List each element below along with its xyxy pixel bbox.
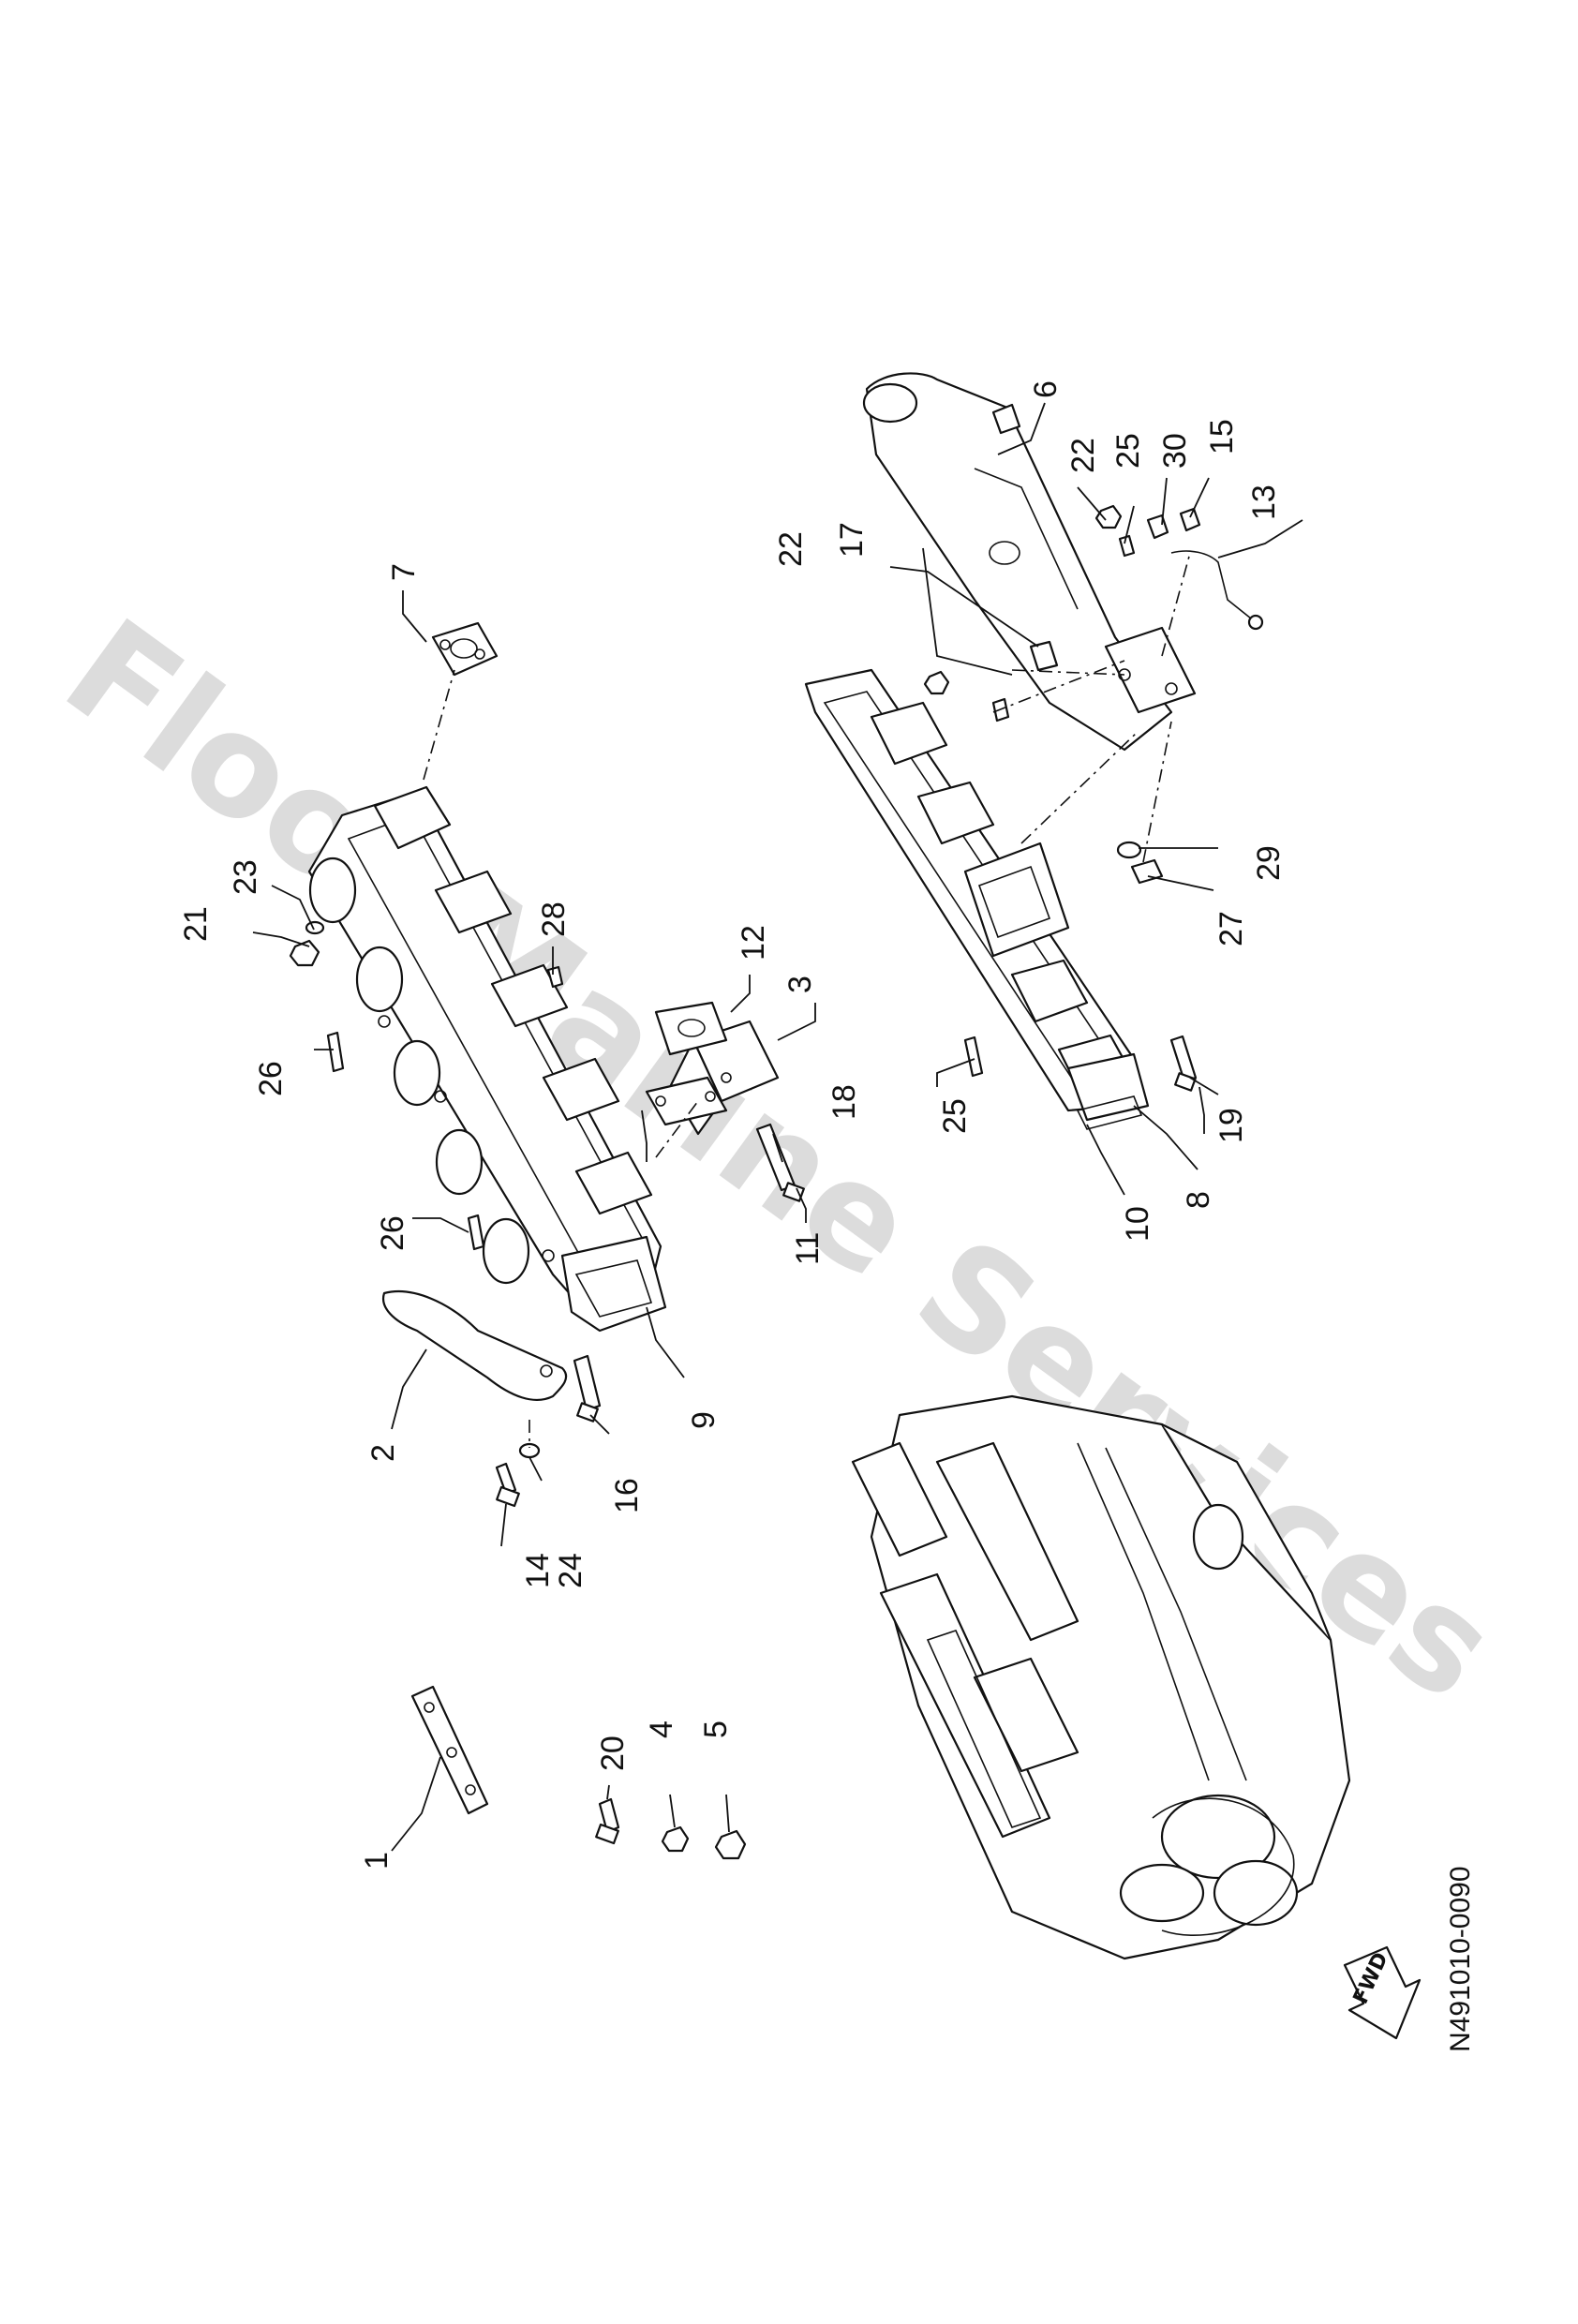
loose-fasteners <box>595 1797 747 1860</box>
fasteners-left <box>289 920 805 1508</box>
bolt-16 <box>573 1354 602 1412</box>
callout-28: 28 <box>536 901 572 937</box>
callout-3: 3 <box>782 976 818 993</box>
callout-4: 4 <box>644 1721 679 1738</box>
callout-24: 24 <box>553 1553 588 1588</box>
callout-15: 15 <box>1204 419 1240 454</box>
bolt-14 <box>495 1462 517 1496</box>
callout-6: 6 <box>1028 380 1064 398</box>
nut-21 <box>289 939 320 967</box>
diagram-code: N491010-0090 <box>1445 1866 1476 2052</box>
fwd-direction-arrow: FWD <box>1343 1945 1422 2040</box>
callout-9: 9 <box>686 1411 722 1429</box>
callout-17: 17 <box>834 522 870 558</box>
leader-lines <box>252 402 1303 1852</box>
plate-11 <box>645 1076 728 1126</box>
callout-25b: 25 <box>1110 433 1146 469</box>
callout-22a: 22 <box>773 531 809 567</box>
callout-2: 2 <box>365 1444 401 1462</box>
callout-25a: 25 <box>937 1098 973 1134</box>
callout-12: 12 <box>736 925 771 961</box>
plug-27 <box>1130 858 1164 885</box>
washer-23 <box>305 920 325 935</box>
callout-29: 29 <box>1251 845 1287 881</box>
stud-26a <box>326 1031 345 1073</box>
exhaust-manifold-left <box>307 785 667 1333</box>
washer-29 <box>1116 841 1142 859</box>
callout-11: 11 <box>790 1232 826 1265</box>
callout-13: 13 <box>1246 484 1282 520</box>
callout-30: 30 <box>1157 433 1193 469</box>
callout-5: 5 <box>698 1721 734 1738</box>
callout-19: 19 <box>1213 1108 1249 1143</box>
callout-1: 1 <box>359 1852 394 1870</box>
bolt-28 <box>546 965 564 989</box>
gasket-12 <box>654 1001 728 1056</box>
stud-25a <box>963 1035 984 1078</box>
exhaust-manifold-right <box>804 668 1150 1130</box>
bolt-19 <box>1169 1035 1198 1083</box>
callout-labels: 1 2 3 4 5 6 7 8 9 10 11 12 13 14 15 16 1… <box>178 380 1287 1870</box>
callout-10: 10 <box>1120 1206 1155 1242</box>
callout-27: 27 <box>1213 911 1249 946</box>
callout-23: 23 <box>228 859 263 895</box>
assembly-lines <box>423 552 1191 1448</box>
stay-1 <box>410 1685 489 1815</box>
pipe-13 <box>1170 550 1264 631</box>
callout-14: 14 <box>520 1553 556 1588</box>
callout-20: 20 <box>595 1736 631 1771</box>
callout-7: 7 <box>386 563 422 581</box>
engine-assembly <box>851 1394 1351 1960</box>
callout-8: 8 <box>1181 1191 1216 1209</box>
washer-24 <box>518 1442 541 1459</box>
stud-26b <box>467 1214 485 1251</box>
callout-22b: 22 <box>1065 438 1101 473</box>
callout-26b: 26 <box>375 1215 410 1251</box>
bracket-2 <box>381 1290 568 1401</box>
gasket-7 <box>431 621 499 677</box>
callout-18: 18 <box>826 1084 862 1120</box>
callout-26a: 26 <box>253 1061 289 1096</box>
callout-21: 21 <box>178 906 214 942</box>
callout-16: 16 <box>609 1478 645 1513</box>
exhaust-pipe-6 <box>862 372 1197 752</box>
